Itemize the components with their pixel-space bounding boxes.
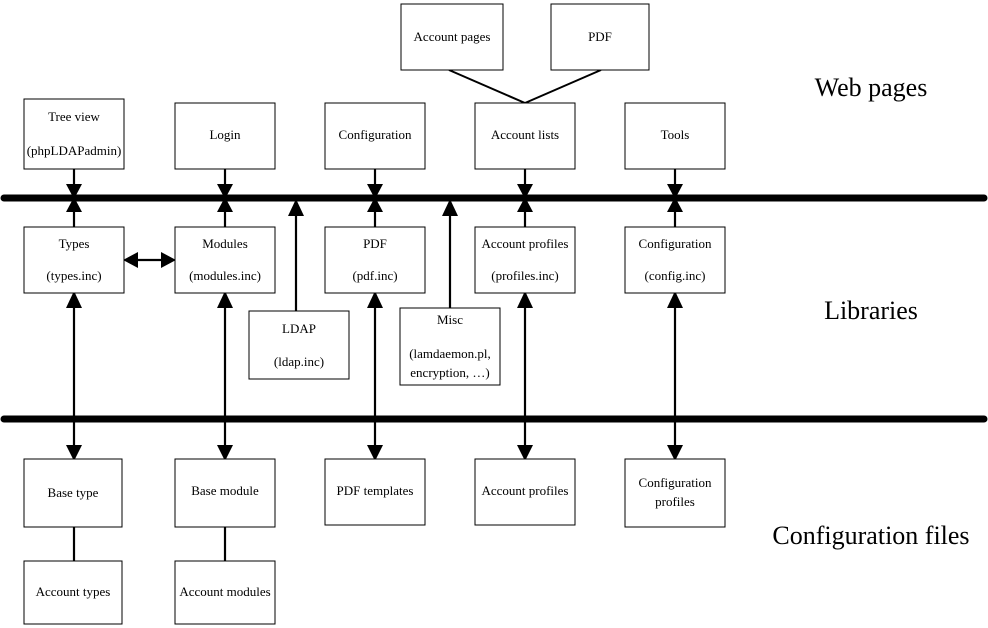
box-configuration-profiles-label: Configuration [639,475,712,490]
box-ldap-lib-sublabel: (ldap.inc) [274,354,324,369]
connection-account-profiles-to-profiles-file [517,291,533,461]
box-account-lists[interactable]: Account lists [474,102,576,170]
box-pdf-templates-label: PDF templates [337,483,414,498]
box-base-module[interactable]: Base module [174,458,276,528]
box-configuration-lib-label: Configuration [639,236,712,251]
connection-types-to-base-type [66,291,82,461]
box-ldap-lib[interactable]: LDAP (ldap.inc) [248,310,350,380]
box-account-pages-label: Account pages [414,29,491,44]
connection-account-profiles-to-bar [517,197,533,227]
box-account-lists-label: Account lists [491,127,559,142]
connection-modules-to-base-module [217,291,233,461]
connection-account-pages-to-account-lists [448,69,526,104]
box-pdf-lib[interactable]: PDF (pdf.inc) [324,226,426,294]
box-misc-lib[interactable]: Misc (lamdaemon.pl, encryption, …) [399,307,501,386]
box-base-type-label: Base type [48,485,99,500]
box-types-lib[interactable]: Types (types.inc) [23,226,125,294]
box-pdf-top[interactable]: PDF [550,3,650,71]
box-pdf-lib-sublabel: (pdf.inc) [352,268,397,283]
connection-account-lists-to-bar [517,169,533,199]
box-misc-lib-label: Misc [437,312,463,327]
connection-configuration-page-to-bar [367,169,383,199]
connection-modules-to-bar [217,197,233,227]
section-label-web-pages: Web pages [815,73,928,102]
box-tools[interactable]: Tools [624,102,726,170]
box-account-profiles-lib[interactable]: Account profiles (profiles.inc) [474,226,576,294]
box-account-modules[interactable]: Account modules [174,560,276,625]
box-pdf-top-label: PDF [588,29,612,44]
box-base-type[interactable]: Base type [23,458,123,528]
box-login[interactable]: Login [174,102,276,170]
connection-configuration-lib-to-config-profiles [667,291,683,461]
box-account-profiles-lib-sublabel: (profiles.inc) [491,268,559,283]
box-configuration-lib[interactable]: Configuration (config.inc) [624,226,726,294]
box-configuration-lib-sublabel: (config.inc) [644,268,705,283]
box-account-modules-label: Account modules [179,584,270,599]
box-modules-lib-label: Modules [202,236,248,251]
box-tree-view-sublabel: (phpLDAPadmin) [27,143,122,158]
box-tree-view-label: Tree view [48,109,100,124]
box-configuration-profiles-sublabel: profiles [655,494,695,509]
connection-ldap-to-bar [288,199,304,311]
box-account-profiles-file[interactable]: Account profiles [474,458,576,526]
connection-tools-to-bar [667,169,683,199]
box-account-types[interactable]: Account types [23,560,123,625]
connection-pdf-lib-to-pdf-templates [367,291,383,461]
connection-pdf-lib-to-bar [367,197,383,227]
section-label-libraries: Libraries [824,296,918,325]
box-account-profiles-lib-label: Account profiles [481,236,568,251]
box-pdf-lib-label: PDF [363,236,387,251]
connection-misc-to-bar [442,199,458,308]
box-pdf-templates[interactable]: PDF templates [324,458,426,526]
box-configuration-page-label: Configuration [339,127,412,142]
connection-types-to-bar [66,197,82,227]
box-misc-lib-sublabel-line1: (lamdaemon.pl, [409,346,491,361]
box-configuration-page[interactable]: Configuration [324,102,426,170]
box-modules-lib-sublabel: (modules.inc) [189,268,261,283]
connection-pdf-top-to-account-lists [524,69,602,104]
connection-tree-view-to-bar [66,169,82,199]
connection-types-modules-bidirectional [123,252,176,268]
box-tree-view[interactable]: Tree view (phpLDAPadmin) [23,98,125,170]
box-types-lib-sublabel: (types.inc) [46,268,101,283]
box-types-lib-label: Types [59,236,90,251]
box-misc-lib-sublabel-line2: encryption, …) [410,365,489,380]
box-account-pages[interactable]: Account pages [400,3,504,71]
connection-configuration-lib-to-bar [667,197,683,227]
box-account-types-label: Account types [36,584,111,599]
box-login-label: Login [209,127,241,142]
section-label-configuration-files: Configuration files [772,521,969,550]
box-configuration-profiles[interactable]: Configuration profiles [624,458,726,528]
box-account-profiles-file-label: Account profiles [481,483,568,498]
box-modules-lib[interactable]: Modules (modules.inc) [174,226,276,294]
box-tools-label: Tools [661,127,690,142]
box-ldap-lib-label: LDAP [282,321,316,336]
connection-login-to-bar [217,169,233,199]
box-base-module-label: Base module [191,483,259,498]
